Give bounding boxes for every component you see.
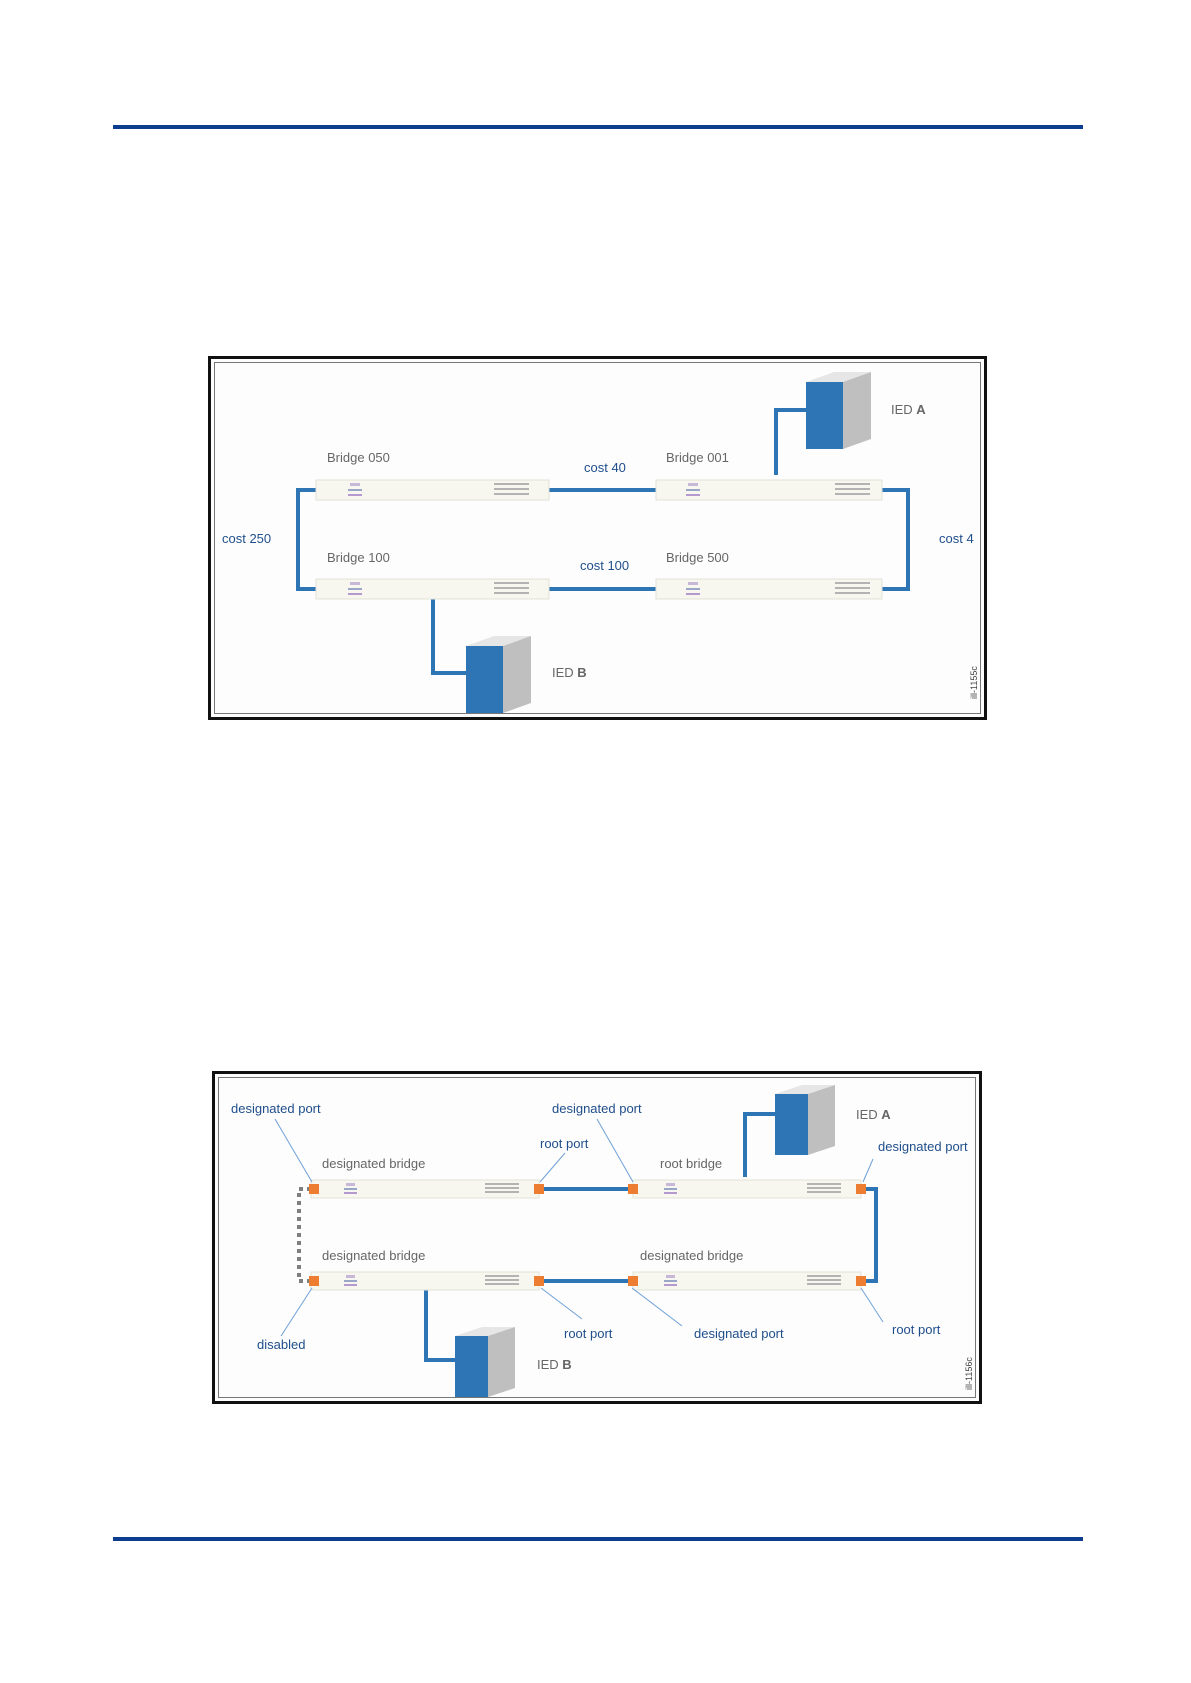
bridge-label-top-right: root bridge xyxy=(660,1156,722,1171)
footer-rule xyxy=(113,1537,1083,1541)
port-top-left-inner xyxy=(534,1184,544,1194)
bridge-label-bottom-left: designated bridge xyxy=(322,1248,425,1263)
port-label: disabled xyxy=(257,1337,305,1352)
cost-4-label: cost 4 xyxy=(939,531,974,546)
figure-1-id: ill-1155c xyxy=(969,666,979,699)
port-label: designated port xyxy=(231,1101,321,1116)
figure-1: Bridge 050 Bridge 001 Bridge 100 Bridge … xyxy=(208,356,987,720)
callout-line xyxy=(632,1288,682,1326)
link-cost-4 xyxy=(882,490,908,589)
figure-1-diagram: Bridge 050 Bridge 001 Bridge 100 Bridge … xyxy=(211,359,990,723)
callout-line xyxy=(540,1153,565,1182)
disabled-link xyxy=(299,1189,311,1281)
ied-b-label: IED B xyxy=(537,1357,572,1372)
bridge-device-bottom-left xyxy=(311,1272,539,1290)
figure-2-id: ill-1156c xyxy=(964,1357,974,1390)
port-label: designated port xyxy=(552,1101,642,1116)
port-bottom-left-inner xyxy=(534,1276,544,1286)
port-top-left-outer xyxy=(309,1184,319,1194)
link-ied-a xyxy=(745,1114,775,1177)
port-label: root port xyxy=(564,1326,613,1341)
port-top-right-inner xyxy=(628,1184,638,1194)
callout-line xyxy=(597,1119,633,1182)
bridge-device-top-right xyxy=(633,1180,861,1198)
ied-a-cube-icon xyxy=(806,372,871,449)
ied-b-cube-icon xyxy=(455,1327,515,1397)
port-label: designated port xyxy=(694,1326,784,1341)
link-ied-b xyxy=(426,1289,455,1360)
bridge-device-100 xyxy=(316,579,549,599)
ied-a-cube-icon xyxy=(775,1085,835,1155)
port-label: root port xyxy=(892,1322,941,1337)
ied-b-label: IED B xyxy=(552,665,587,680)
bridge-device-500 xyxy=(656,579,882,599)
bridge-100-label: Bridge 100 xyxy=(327,550,390,565)
callout-line xyxy=(861,1288,883,1322)
bridge-device-050 xyxy=(316,480,549,500)
header-rule xyxy=(113,125,1083,129)
port-label: root port xyxy=(540,1136,589,1151)
bridge-label-bottom-right: designated bridge xyxy=(640,1248,743,1263)
ied-b-cube-icon xyxy=(466,636,531,713)
ied-a-label: IED A xyxy=(891,402,926,417)
ied-a-label: IED A xyxy=(856,1107,891,1122)
port-bottom-left-outer xyxy=(309,1276,319,1286)
bridge-device-top-left xyxy=(311,1180,539,1198)
figure-2-diagram: designated bridge root bridge designated… xyxy=(215,1074,985,1407)
callout-line xyxy=(275,1119,312,1182)
link-ied-b xyxy=(433,597,466,673)
cost-250-label: cost 250 xyxy=(222,531,271,546)
port-bottom-right-outer xyxy=(856,1276,866,1286)
bridge-050-label: Bridge 050 xyxy=(327,450,390,465)
callout-line xyxy=(863,1159,873,1182)
link-right xyxy=(861,1189,876,1281)
bridge-device-bottom-right xyxy=(633,1272,861,1290)
port-bottom-right-inner xyxy=(628,1276,638,1286)
bridge-label-top-left: designated bridge xyxy=(322,1156,425,1171)
link-ied-a xyxy=(776,410,806,475)
port-top-right-outer xyxy=(856,1184,866,1194)
callout-line xyxy=(281,1288,312,1336)
callout-line xyxy=(541,1288,582,1319)
figure-2: designated bridge root bridge designated… xyxy=(212,1071,982,1404)
port-label: designated port xyxy=(878,1139,968,1154)
bridge-001-label: Bridge 001 xyxy=(666,450,729,465)
cost-100-label: cost 100 xyxy=(580,558,629,573)
bridge-device-001 xyxy=(656,480,882,500)
cost-40-label: cost 40 xyxy=(584,460,626,475)
link-cost-250 xyxy=(298,490,316,589)
bridge-500-label: Bridge 500 xyxy=(666,550,729,565)
